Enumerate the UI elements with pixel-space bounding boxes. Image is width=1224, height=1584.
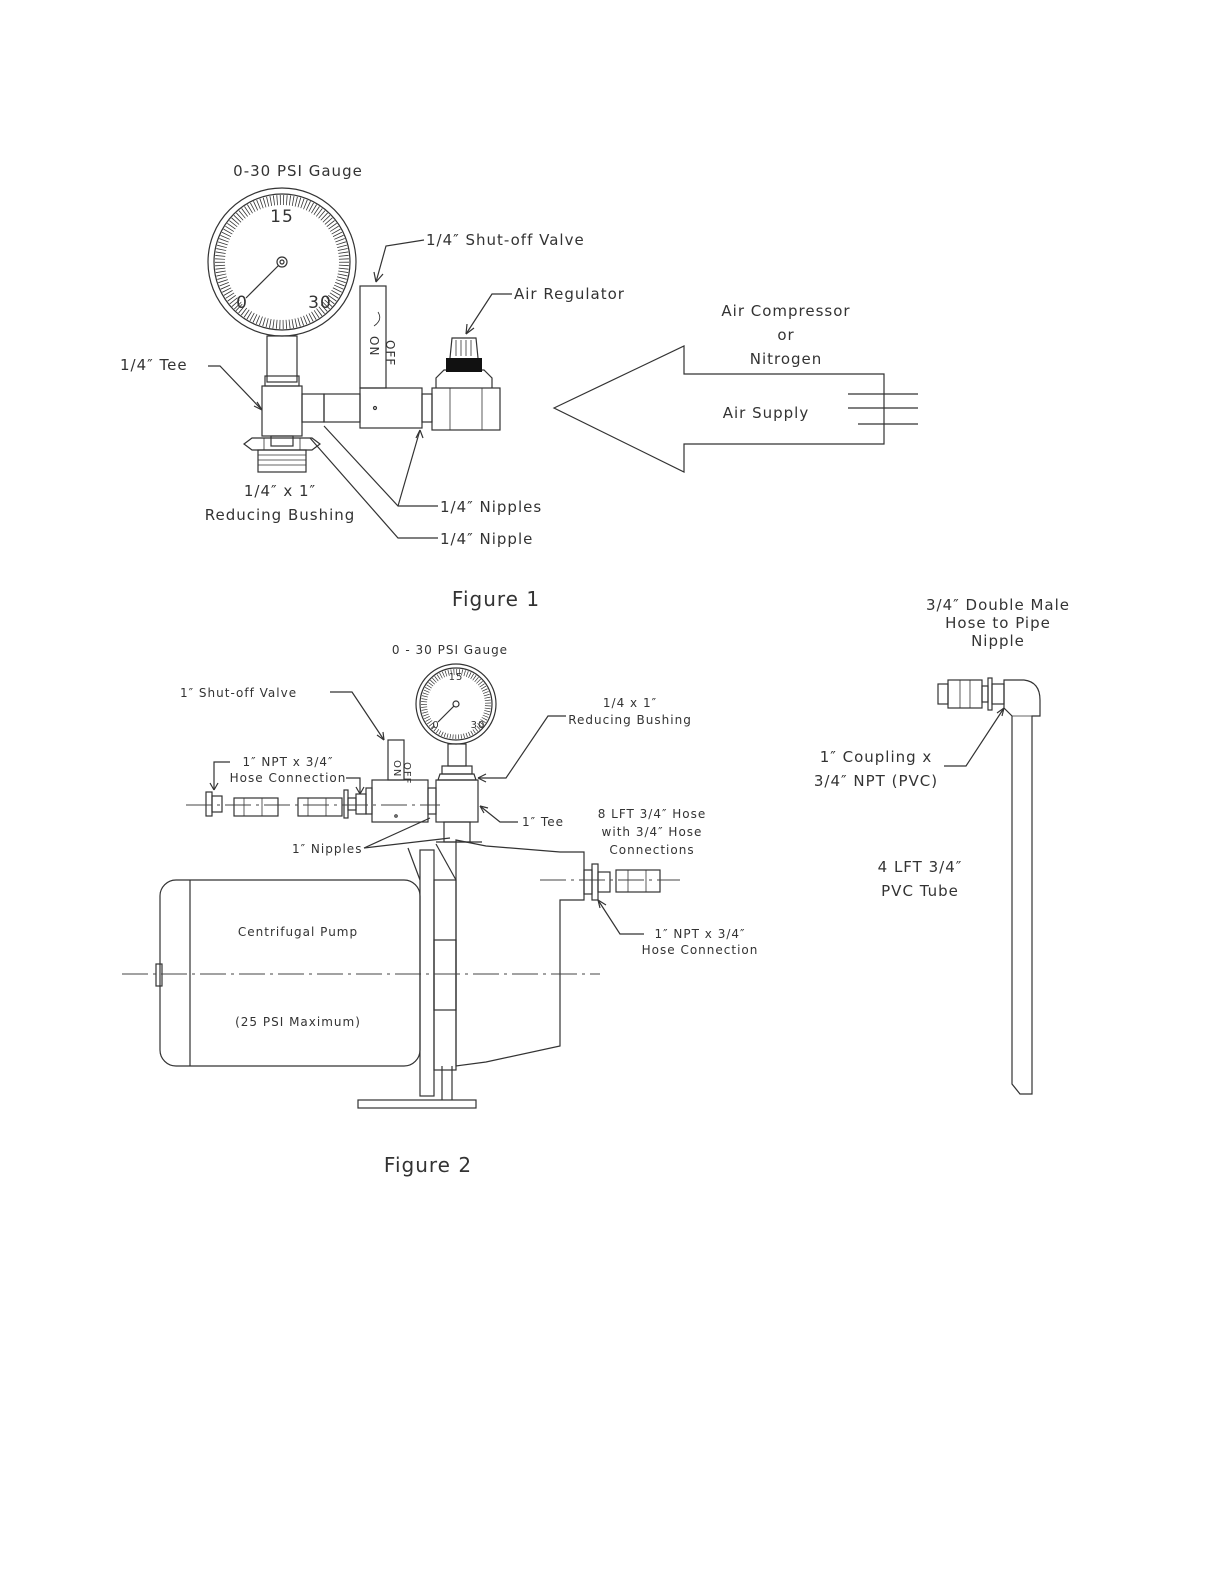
side-nipple-line-2: Hose to Pipe — [945, 614, 1051, 632]
figure-1: 0-30 PSI Gauge 0 15 30 — [120, 162, 918, 611]
fig2-valve-mark-off: OFF — [401, 762, 412, 784]
side-coupling-line-1: 1″ Coupling x — [820, 748, 933, 766]
fig1-gauge-needle — [245, 261, 283, 299]
side-coupling-line-2: 3/4″ NPT (PVC) — [814, 772, 938, 790]
fig2-bushing-line-1: 1/4 x 1″ — [603, 696, 657, 710]
fig2-pressure-gauge: 0 15 30 — [415, 663, 497, 767]
fig1-air-supply-label: Air Supply — [723, 404, 809, 422]
fig2-hose-conn-left-line-1: 1″ NPT x 3/4″ — [243, 755, 334, 769]
fig1-nipples-label: 1/4″ Nipples — [440, 498, 542, 516]
fig1-shutoff-valve: ON OFF — [323, 239, 425, 429]
side-tube-line-1: 4 LFT 3/4″ — [878, 858, 963, 876]
figure-side-pvc-tube: 3/4″ Double Male Hose to Pipe Nipple 1″ … — [814, 596, 1070, 1095]
fig1-valve-mark-on: ON — [367, 336, 381, 356]
fig1-gauge-tick-30: 30 — [308, 293, 332, 313]
figure-2: 0 - 30 PSI Gauge 0 15 30 — [122, 643, 759, 1177]
fig1-nipple-label: 1/4″ Nipple — [440, 530, 533, 548]
fig2-gauge-label: 0 - 30 PSI Gauge — [392, 643, 508, 657]
side-nipple-line-1: 3/4″ Double Male — [926, 596, 1070, 614]
fig1-gauge-tick-15: 15 — [270, 207, 294, 227]
fig2-caption: Figure 2 — [384, 1153, 472, 1177]
fig2-tee-label: 1″ Tee — [522, 815, 564, 829]
fig1-caption: Figure 1 — [452, 587, 540, 611]
fig1-regulator-label: Air Regulator — [514, 285, 625, 303]
fig1-gauge-tick-0: 0 — [236, 293, 248, 313]
fig2-valve-mark-on: ON — [391, 760, 402, 777]
fig1-source-line-2: or — [777, 326, 794, 344]
fig2-hose-line-1: 8 LFT 3/4″ Hose — [598, 807, 707, 821]
fig2-right-hose-fittings — [540, 863, 680, 901]
side-nipple-line-3: Nipple — [971, 632, 1025, 650]
fig1-bushing-line-2: Reducing Bushing — [205, 506, 356, 524]
fig1-gauge-label: 0-30 PSI Gauge — [233, 162, 363, 180]
fig2-pump-label: Centrifugal Pump — [238, 925, 358, 939]
fig2-left-hose-fittings — [186, 789, 440, 819]
fig1-air-regulator — [421, 293, 512, 431]
fig2-pump-max-label: (25 PSI Maximum) — [235, 1015, 361, 1029]
fig1-air-supply-arrow: Air Supply — [552, 345, 918, 473]
fig2-gauge-tick-0: 0 — [432, 720, 439, 731]
side-tube-line-2: PVC Tube — [881, 882, 959, 900]
fig2-hose-conn-right-line-2: Hose Connection — [642, 943, 759, 957]
fig2-hose-line-3: Connections — [609, 843, 694, 857]
fig1-source-line-3: Nitrogen — [750, 350, 823, 368]
fig2-centrifugal-pump: Centrifugal Pump (25 PSI Maximum) — [122, 839, 600, 1109]
fig1-valve-label: 1/4″ Shut-off Valve — [426, 231, 585, 249]
fig2-hose-line-2: with 3/4″ Hose — [602, 825, 703, 839]
fig2-valve-label: 1″ Shut-off Valve — [180, 686, 297, 700]
fig2-bushing-line-2: Reducing Bushing — [568, 713, 692, 727]
fig2-shutoff-valve: ON OFF — [365, 739, 429, 823]
fig2-tee-assembly — [427, 765, 482, 843]
fig1-pressure-gauge: 0 15 30 — [207, 187, 357, 337]
fig2-nipples-label: 1″ Nipples — [292, 842, 362, 856]
fig2-hose-conn-left-line-2: Hose Connection — [230, 771, 347, 785]
fig2-gauge-tick-30: 30 — [471, 720, 486, 731]
fig1-tee-assembly — [243, 335, 325, 473]
fig2-gauge-tick-15: 15 — [449, 672, 464, 683]
fig1-bushing-line-1: 1/4″ x 1″ — [244, 482, 316, 500]
fig1-valve-mark-off: OFF — [383, 340, 397, 366]
fig2-hose-conn-right-line-1: 1″ NPT x 3/4″ — [655, 927, 746, 941]
fig1-source-line-1: Air Compressor — [721, 302, 850, 320]
fig1-tee-label: 1/4″ Tee — [120, 356, 188, 374]
